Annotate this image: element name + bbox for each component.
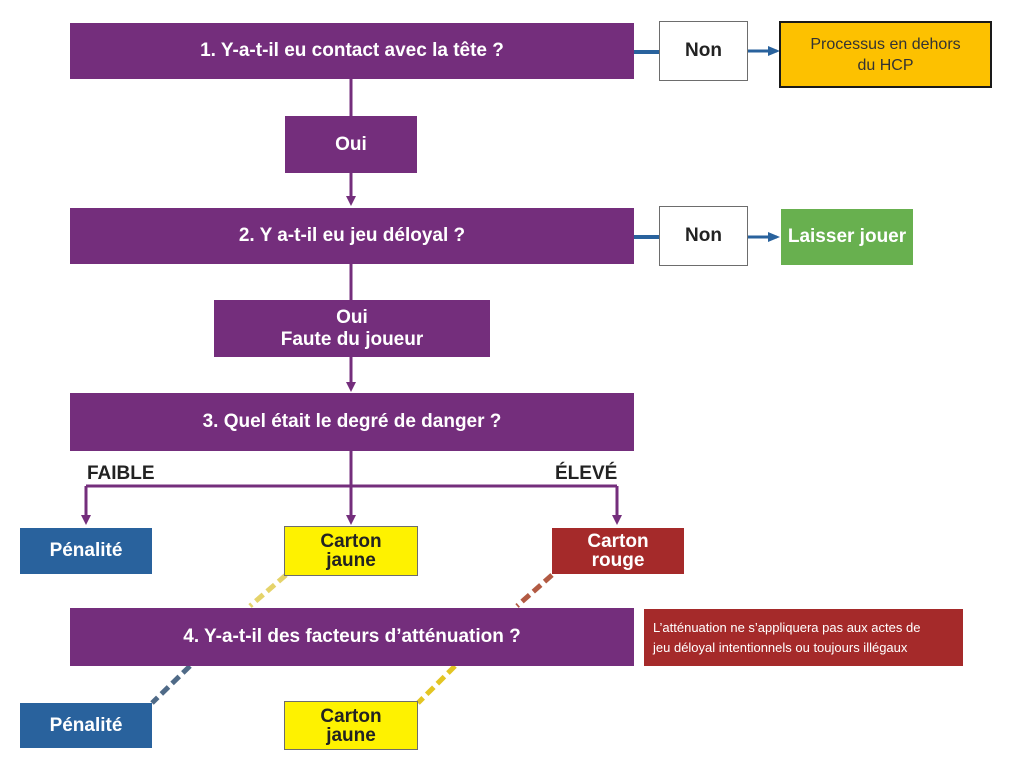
outside-hcp-box: Processus en dehors du HCP xyxy=(779,21,992,88)
oui-label-1: Oui xyxy=(335,133,367,155)
penalite-label-1: Pénalité xyxy=(49,540,123,561)
carton-jaune-line-1b: jaune xyxy=(326,550,376,571)
question-1-box: 1. Y-a-t-il eu contact avec la tête ? xyxy=(70,23,634,79)
question-4-box: 4. Y-a-t-il des facteurs d’atténuation ? xyxy=(70,608,634,666)
attenuation-note-line-2: jeu déloyal intentionnels ou toujours il… xyxy=(653,639,908,655)
attenuation-note-line-1: L’atténuation ne s’appliquera pas aux ac… xyxy=(653,619,921,635)
penalite-box-2: Pénalité xyxy=(20,703,152,748)
scale-high-label: ÉLEVÉ xyxy=(555,463,618,484)
outside-hcp-line-2: du HCP xyxy=(857,56,914,74)
question-2-text: 2. Y a-t-il eu jeu déloyal ? xyxy=(238,225,466,246)
laisser-jouer-box: Laisser jouer xyxy=(781,209,913,265)
carton-rouge-line-1: Carton xyxy=(587,531,649,552)
question-2-box: 2. Y a-t-il eu jeu déloyal ? xyxy=(70,208,634,264)
carton-jaune-box-1: Carton jaune xyxy=(284,526,418,576)
non-box-1: Non xyxy=(659,21,748,81)
oui-label-2: Oui xyxy=(336,306,368,328)
yellow-dashed-line-1 xyxy=(248,573,288,608)
carton-jaune-line-2a: Carton xyxy=(320,705,382,727)
penalite-box-1: Pénalité xyxy=(20,528,152,574)
outside-hcp-line-1: Processus en dehors xyxy=(810,35,961,53)
carton-jaune-box-2: Carton jaune xyxy=(284,701,418,750)
blue-dashed-line xyxy=(150,664,192,705)
question-4-text: 4. Y-a-t-il des facteurs d’atténuation ? xyxy=(183,626,521,647)
carton-rouge-line-2: rouge xyxy=(591,550,645,571)
oui-box-1: Oui xyxy=(285,116,417,173)
non-box-2: Non xyxy=(659,206,748,266)
laisser-jouer-label: Laisser jouer xyxy=(787,226,907,247)
carton-rouge-box: Carton rouge xyxy=(552,528,684,574)
oui-faute-box: Oui Faute du joueur xyxy=(214,300,490,357)
question-3-text: 3. Quel était le degré de danger ? xyxy=(202,411,502,432)
question-1-text: 1. Y-a-t-il eu contact avec la tête ? xyxy=(200,40,504,61)
yellow-dashed-line-2 xyxy=(416,664,457,705)
carton-jaune-line-2b: jaune xyxy=(326,724,376,746)
red-dashed-line xyxy=(515,573,554,608)
carton-jaune-line-1a: Carton xyxy=(320,531,382,552)
non-label-1: Non xyxy=(685,40,722,61)
question-3-box: 3. Quel était le degré de danger ? xyxy=(70,393,634,451)
scale-low-label: FAIBLE xyxy=(87,463,155,484)
non-label-2: Non xyxy=(685,225,722,246)
faute-joueur-label: Faute du joueur xyxy=(280,328,424,350)
attenuation-note: L’atténuation ne s’appliquera pas aux ac… xyxy=(644,609,963,666)
penalite-label-2: Pénalité xyxy=(49,714,123,736)
